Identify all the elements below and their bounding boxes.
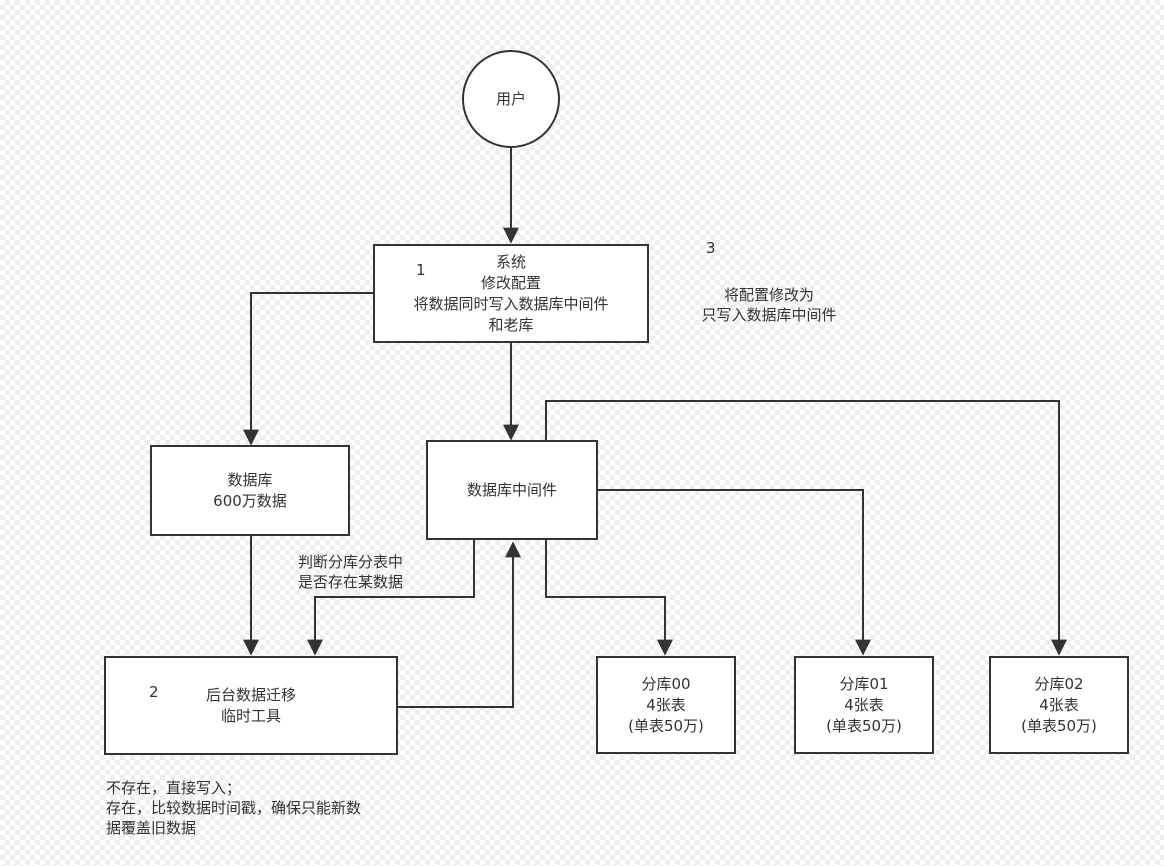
shard-01-node[interactable]: 分库01 4张表 (单表50万): [794, 656, 934, 754]
shard-02-line-2: 4张表: [1039, 695, 1079, 714]
rules-line-3: 据覆盖旧数据: [106, 819, 197, 837]
system-line-1: 系统: [495, 252, 526, 271]
migration-line-1: 后台数据迁移: [205, 685, 296, 704]
edge-middleware-to-shard00: [545, 540, 673, 656]
step-3-line-2: 只写入数据库中间件: [701, 306, 837, 324]
system-line-4: 和老库: [488, 315, 534, 334]
shard-02-line-1: 分库02: [1034, 674, 1084, 693]
step-2-number: 2: [149, 683, 159, 701]
migration-tool-node[interactable]: 后台数据迁移 临时工具: [104, 656, 398, 755]
edge-migration-to-middleware: [398, 541, 521, 708]
user-label: 用户: [495, 89, 526, 108]
step-3-line-1: 将配置修改为: [723, 286, 814, 304]
middleware-node[interactable]: 数据库中间件: [426, 440, 598, 540]
rules-note: 不存在，直接写入； 存在，比较数据时间戳，确保只能新数 据覆盖旧数据: [106, 778, 361, 838]
edge-system-to-database: [243, 292, 373, 446]
system-line-2: 修改配置: [480, 273, 541, 292]
shard-00-node[interactable]: 分库00 4张表 (单表50万): [596, 656, 736, 754]
check-note: 判断分库分表中 是否存在某数据: [298, 552, 403, 592]
shard-00-line-2: 4张表: [646, 695, 686, 714]
edge-middleware-to-shard02: [545, 400, 1067, 656]
shard-01-line-1: 分库01: [839, 674, 889, 693]
system-node[interactable]: 系统 修改配置 将数据同时写入数据库中间件 和老库: [373, 244, 649, 343]
migration-line-2: 临时工具: [220, 706, 281, 725]
database-node[interactable]: 数据库 600万数据: [150, 445, 350, 536]
edge-middleware-to-migration: [307, 540, 475, 656]
middleware-label: 数据库中间件: [466, 480, 557, 499]
shard-01-line-2: 4张表: [844, 695, 884, 714]
shard-00-line-1: 分库00: [641, 674, 691, 693]
step-3-note: 将配置修改为 只写入数据库中间件: [684, 285, 854, 325]
rules-line-1: 不存在，直接写入；: [106, 779, 242, 797]
database-line-1: 数据库: [227, 470, 273, 489]
shard-01-line-3: (单表50万): [826, 716, 902, 735]
check-line-2: 是否存在某数据: [298, 573, 404, 591]
database-line-2: 600万数据: [213, 491, 287, 510]
step-3-number: 3: [706, 239, 716, 257]
system-line-3: 将数据同时写入数据库中间件: [413, 294, 609, 313]
step-1-number: 1: [416, 261, 426, 279]
edge-middleware-to-shard01: [597, 489, 871, 656]
shard-00-line-3: (单表50万): [628, 716, 704, 735]
rules-line-2: 存在，比较数据时间戳，确保只能新数: [106, 799, 362, 817]
check-line-1: 判断分库分表中: [298, 553, 404, 571]
user-node[interactable]: 用户: [462, 50, 560, 148]
shard-02-node[interactable]: 分库02 4张表 (单表50万): [989, 656, 1129, 754]
shard-02-line-3: (单表50万): [1021, 716, 1097, 735]
